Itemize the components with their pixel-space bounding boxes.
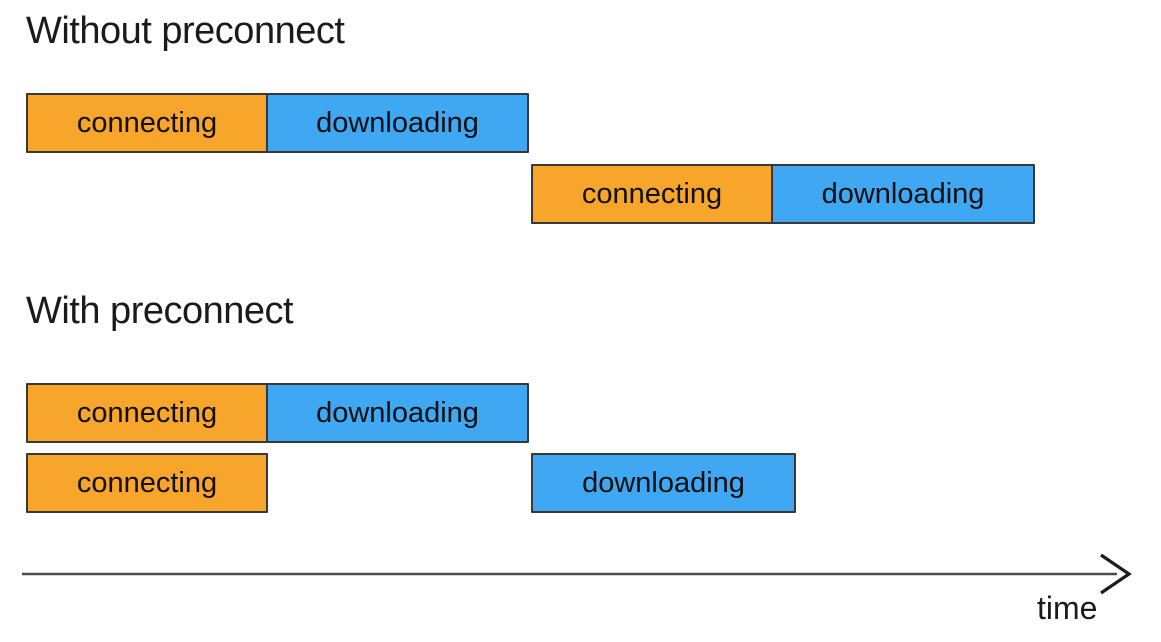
section-title-without-preconnect: Without preconnect	[26, 10, 345, 52]
section-title-with-preconnect: With preconnect	[26, 290, 294, 332]
connecting-segment: connecting	[26, 383, 268, 443]
downloading-segment: downloading	[771, 164, 1035, 224]
downloading-segment: downloading	[531, 453, 796, 513]
arrow-right-icon	[1100, 553, 1132, 595]
timeline-bar-with-request2-downloading: downloading	[531, 453, 796, 513]
connecting-segment: connecting	[26, 453, 268, 513]
timeline-bar-without-request2: connecting downloading	[531, 164, 1035, 224]
time-axis	[22, 553, 1132, 595]
connecting-segment: connecting	[531, 164, 773, 224]
timeline-bar-without-request1: connecting downloading	[26, 93, 529, 153]
timeline-bar-with-request1: connecting downloading	[26, 383, 529, 443]
connecting-segment: connecting	[26, 93, 268, 153]
downloading-segment: downloading	[266, 383, 529, 443]
timeline-bar-with-request2-connecting: connecting	[26, 453, 268, 513]
downloading-segment: downloading	[266, 93, 529, 153]
time-axis-label: time	[1037, 590, 1098, 626]
